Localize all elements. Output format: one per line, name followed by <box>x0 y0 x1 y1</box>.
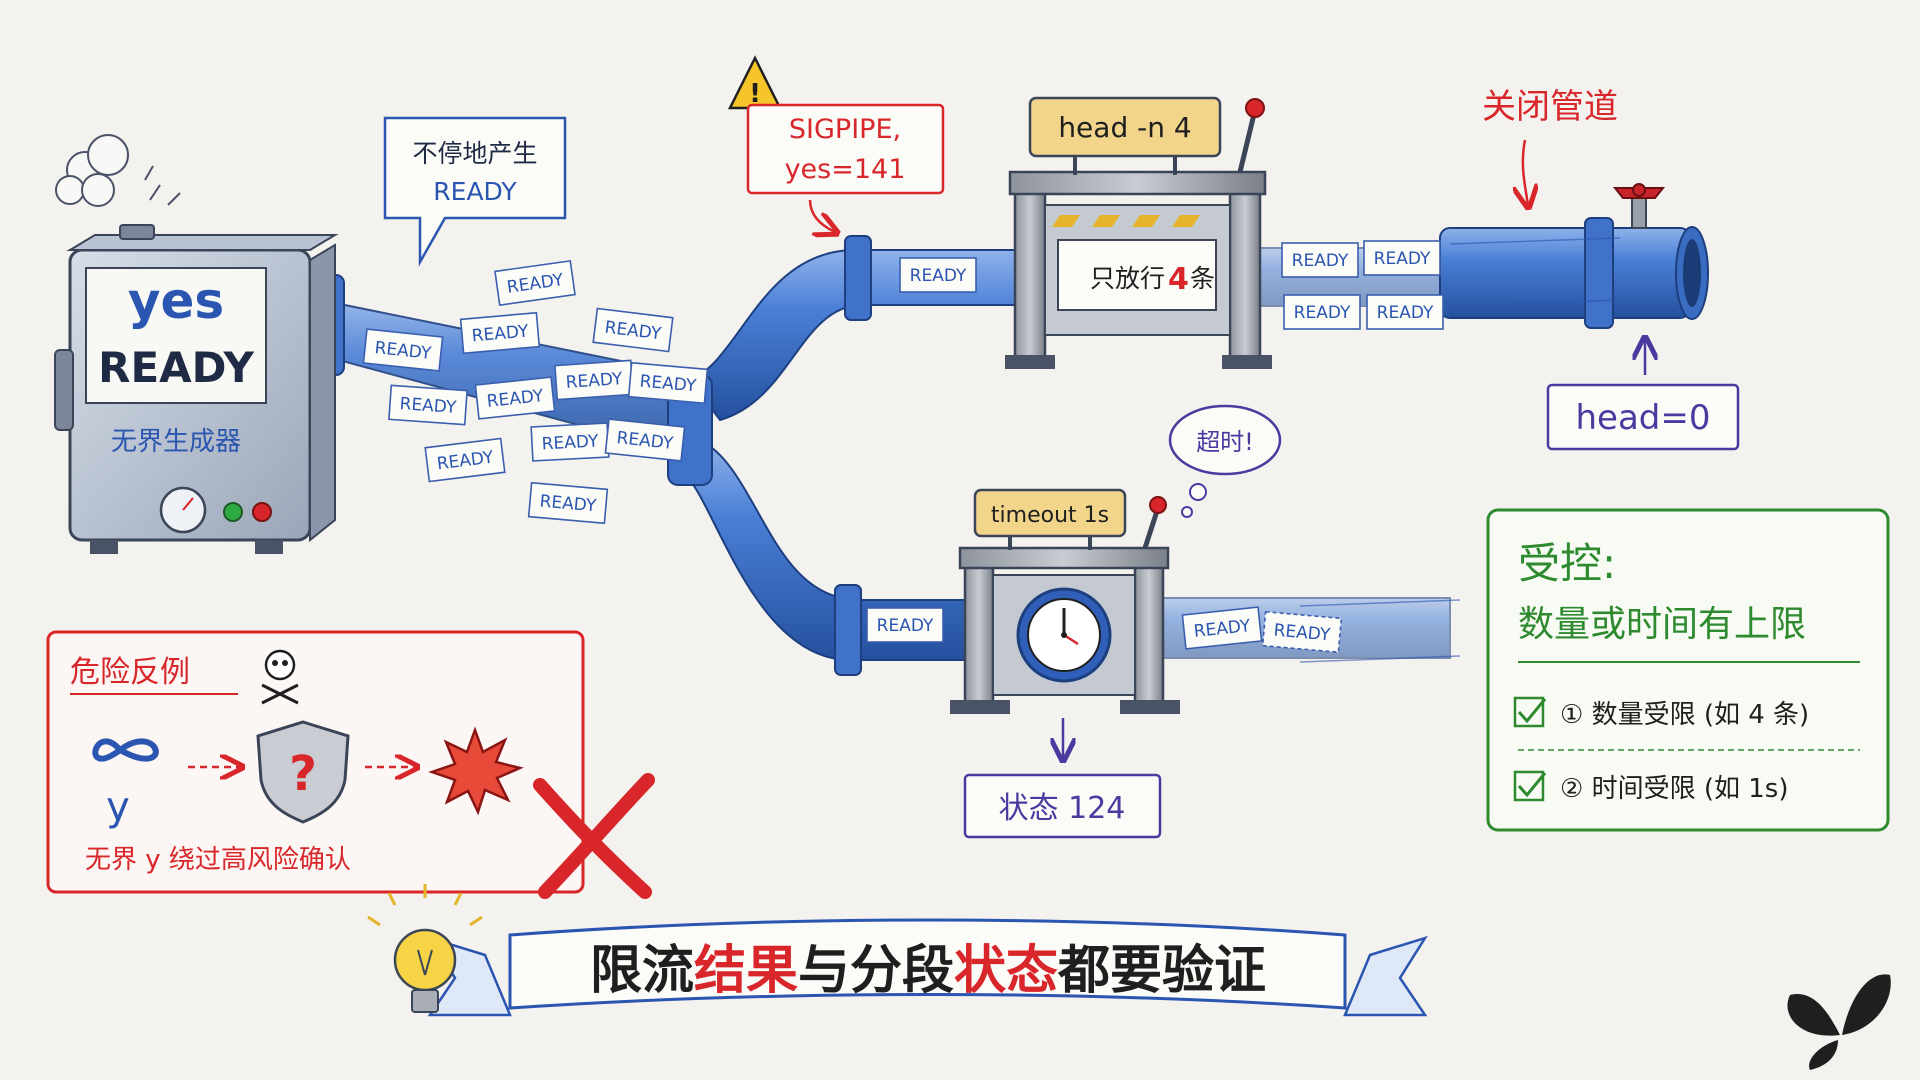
timeout-status-label: 状态 124 <box>999 791 1126 826</box>
head-status-label: head=0 <box>1575 398 1710 438</box>
ready-card: READY <box>1292 251 1349 271</box>
danger-box: 危险反例 y ? 无界 y 绕过高风险确认 <box>46 630 585 894</box>
sigpipe-line2: yes=141 <box>785 154 906 185</box>
ready-card: READY <box>539 492 598 517</box>
ready-card: READY <box>639 372 698 397</box>
timeout-gate: timeout 1s <box>950 488 1180 714</box>
lever-knob-icon <box>1245 98 1265 118</box>
cross-mark-icon <box>533 773 655 899</box>
red-light-icon <box>252 502 272 522</box>
timeout-thought-bubble: 超时! <box>1168 404 1282 518</box>
head-status-callout: head=0 <box>1546 340 1740 451</box>
clock-icon <box>1016 587 1112 683</box>
danger-caption: 无界 y 绕过高风险确认 <box>85 845 351 875</box>
skull-icon <box>261 649 299 705</box>
checkbox-icon <box>1513 770 1547 802</box>
generator-subtitle: READY <box>98 343 254 392</box>
sigpipe-line1: SIGPIPE, <box>789 114 901 145</box>
timeout-thought-label: 超时! <box>1196 428 1254 456</box>
ready-card: READY <box>1374 249 1431 269</box>
danger-y-letter: y <box>106 784 130 830</box>
sigpipe-callout: ! SIGPIPE, yes=141 <box>727 55 945 232</box>
banner-part2: 结果 <box>694 941 798 1001</box>
yes-generator-machine: yes READY 无界生成器 <box>54 134 339 554</box>
checkbox-icon <box>1513 696 1547 728</box>
ready-card-stream: READY READY READY READY READY READY READ… <box>362 240 1444 654</box>
head-plaque-suffix: 条 <box>1190 264 1215 293</box>
valve-handle-icon <box>1612 183 1666 229</box>
head-gate-sign: head -n 4 <box>1058 111 1191 144</box>
stream-note-line2: READY <box>433 177 517 206</box>
generator-title: yes <box>128 272 224 330</box>
shield-question: ? <box>289 746 317 802</box>
shield-icon: ? <box>256 720 350 824</box>
ready-card: READY <box>877 616 934 636</box>
banner-part4: 状态 <box>954 941 1058 1001</box>
stream-note-callout: 不停地产生 READY <box>383 116 567 267</box>
ready-card: READY <box>1294 303 1351 323</box>
explosion-icon <box>428 726 524 816</box>
banner-part1: 限流 <box>590 941 694 1001</box>
ready-card: READY <box>565 369 624 393</box>
ready-card: READY <box>471 322 530 347</box>
head-plaque-number: 4 <box>1168 262 1189 297</box>
controlled-box: 受控: 数量或时间有上限 ① 数量受限 (如 4 条) ② 时间受限 (如 1s… <box>1486 508 1890 832</box>
close-pipe-label: 关闭管道 <box>1482 87 1618 127</box>
stream-note-line1: 不停地产生 <box>412 139 537 168</box>
timeout-gate-sign: timeout 1s <box>991 503 1109 528</box>
ready-card: READY <box>910 266 967 286</box>
ready-card: READY <box>399 394 458 418</box>
head-plaque-prefix: 只放行 <box>1090 264 1165 293</box>
danger-title: 危险反例 <box>70 655 190 690</box>
svg-text:!: ! <box>749 79 761 109</box>
timeout-status-callout: 状态 124 <box>963 718 1162 839</box>
green-light-icon <box>223 502 243 522</box>
ready-card: READY <box>1273 621 1332 646</box>
banner-text: 限流结果与分段状态都要验证 <box>590 941 1266 1001</box>
infinity-icon <box>92 738 159 762</box>
controlled-item: ② 时间受限 (如 1s) <box>1560 774 1788 804</box>
ready-card: READY <box>541 431 599 454</box>
bottom-banner: 限流结果与分段状态都要验证 <box>427 918 1428 1017</box>
controlled-title: 受控: <box>1518 539 1616 588</box>
steam-cloud-icon <box>55 134 129 207</box>
banner-part5: 都要验证 <box>1057 941 1266 1001</box>
banner-part3: 与分段 <box>798 941 954 1001</box>
lightbulb-icon <box>367 884 483 1013</box>
head-gate: head -n 4 只放行 4 条 <box>1005 96 1272 369</box>
butterfly-logo-icon <box>1787 974 1891 1070</box>
generator-caption: 无界生成器 <box>111 427 241 457</box>
controlled-item: ① 数量受限 (如 4 条) <box>1560 700 1809 730</box>
close-pipe-callout: 关闭管道 <box>1482 87 1618 205</box>
ready-card: READY <box>1377 303 1434 323</box>
controlled-subtitle: 数量或时间有上限 <box>1518 604 1806 645</box>
